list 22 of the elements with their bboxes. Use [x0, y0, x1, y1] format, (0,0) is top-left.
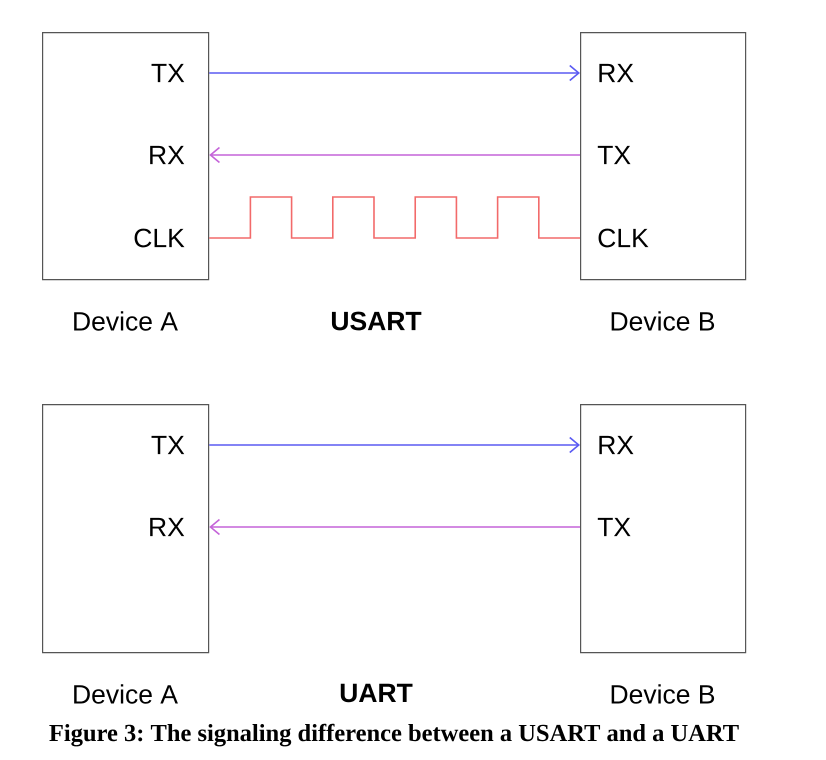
pin-label: RX [599, 436, 634, 454]
square-wave-line [209, 196, 580, 239]
figure-caption: Figure 3: The signaling difference between a USART and a UART [49, 724, 739, 746]
pin-label: TX [598, 146, 631, 164]
protocol-label: USART [332, 312, 422, 330]
pin-label: TX [598, 518, 631, 536]
pin-label: RX [150, 146, 184, 164]
arrow [209, 64, 580, 82]
protocol-label: UART [340, 684, 412, 702]
device-label: Device B [612, 311, 714, 331]
arrow [209, 518, 580, 536]
pin-label: RX [599, 64, 634, 82]
pin-label: CLK [598, 228, 648, 248]
pin-label: TX [152, 64, 184, 82]
pin-label: RX [150, 518, 184, 536]
device-label: Device A [74, 684, 178, 704]
arrow [209, 146, 580, 164]
device-label: Device B [612, 684, 714, 704]
arrow [209, 436, 580, 454]
pin-label: TX [152, 436, 184, 454]
pin-label: CLK [134, 228, 184, 248]
device-label: Device A [74, 311, 178, 331]
